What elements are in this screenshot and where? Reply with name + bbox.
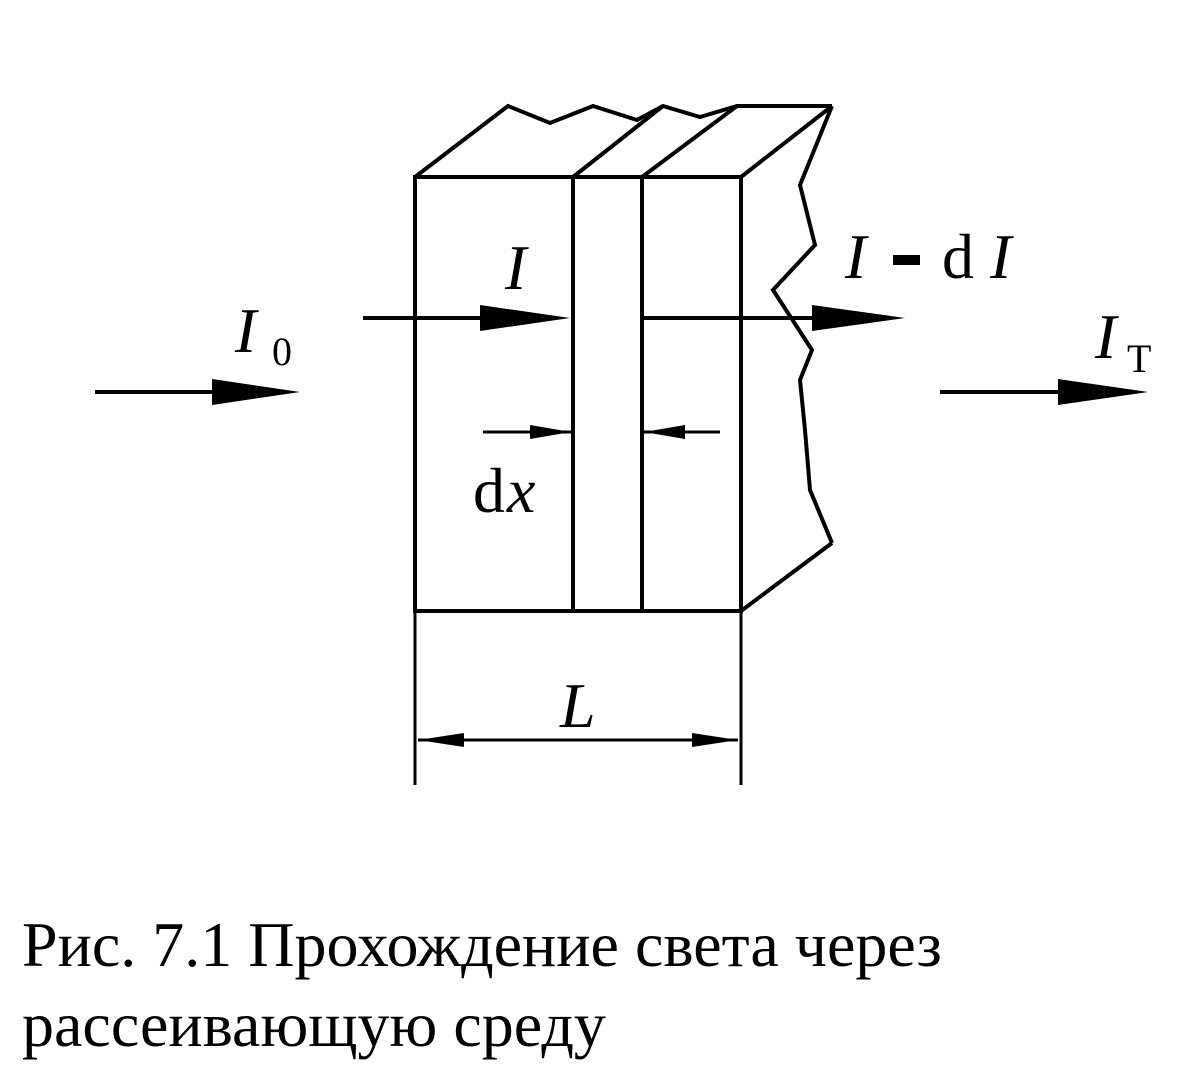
label-i0-main: I [234,295,259,366]
label-i-inside: I [504,232,529,303]
label-it: I T [1094,301,1151,381]
label-i0-sub: 0 [272,329,292,374]
label-i-minus-di: I d I [844,221,1014,292]
dx-arrow-left-head [530,425,571,439]
transmitted-arrow-head [1058,379,1148,405]
label-i0: I 0 [234,295,292,374]
dimension-arrow-left-head [418,733,464,747]
label-length: L [559,670,596,741]
beam-inside-arrow-head [480,305,570,331]
incident-arrow-head [212,379,300,405]
dimension-arrow-right-head [692,733,738,747]
label-dx-x: x [506,455,535,526]
slab-broken-edge [770,105,834,544]
label-dx: d x [473,455,535,526]
label-it-main: I [1094,301,1119,372]
layer-top-edge-right [640,104,739,179]
label-it-sub: T [1127,336,1151,381]
caption-line-2: рассеивающую среду [22,989,606,1060]
layer-top-edge-left [571,104,665,179]
slab-top-right-edge [739,104,834,179]
dx-arrow-right-head [644,425,685,439]
beam-after-layer-arrow-head [812,305,905,331]
slab-front-face [413,175,743,613]
label-i-after-d: I [989,221,1014,292]
label-d: d [942,221,974,292]
label-dx-d: d [473,455,505,526]
slab-bottom-right-edge [739,541,834,613]
slab-top-face [413,103,832,179]
figure-caption: Рис. 7.1 Прохождение света через рассеив… [22,905,1162,1065]
label-i-main: I [844,221,869,292]
caption-line-1: Рис. 7.1 Прохождение света через [22,909,942,980]
minus-sign [893,255,920,265]
